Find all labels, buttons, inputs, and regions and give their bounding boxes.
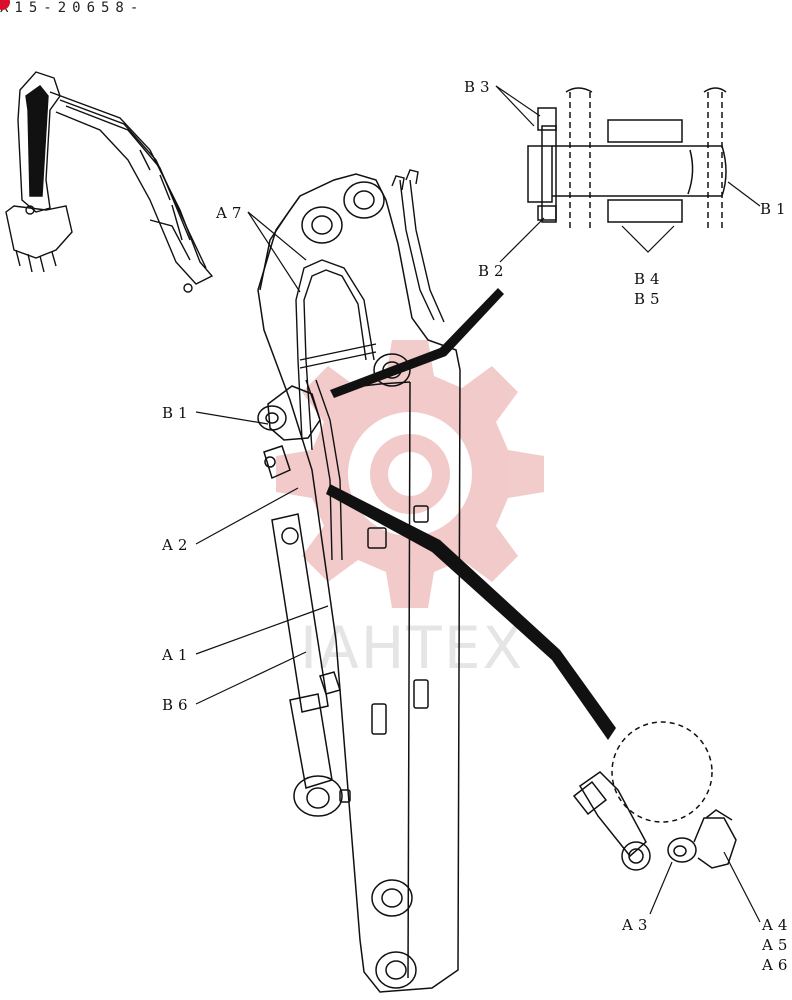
reference-code: X15-20658- (0, 0, 144, 16)
callout-a4: A4 (761, 916, 792, 934)
reference-code-text: X15-20658- (0, 0, 145, 16)
callout-labels: A7 B1 A2 A1 B6 B3 B1 B2 B4 B5 A3 A4 A5 A… (161, 78, 792, 974)
hydraulic-hoses (295, 169, 445, 561)
leader-lines (195, 85, 761, 923)
cylinder (271, 513, 351, 817)
detail-fitting (572, 721, 737, 871)
detail-leader-bands (326, 288, 616, 740)
callout-b4: B4 (634, 270, 665, 288)
callout-a3: A3 (621, 916, 652, 934)
callout-b2: B2 (478, 262, 509, 280)
callout-b1-left: B1 (162, 404, 193, 422)
callout-b1-right: B1 (760, 200, 791, 218)
callout-a1: A1 (161, 646, 192, 664)
callout-b6: B6 (162, 696, 193, 714)
callout-a7: A7 (215, 204, 246, 222)
callout-a2: A2 (161, 536, 192, 554)
swivel-joint (257, 385, 321, 480)
callout-a6: A6 (761, 956, 792, 974)
callout-b3: B3 (464, 78, 495, 96)
arm-body (257, 173, 461, 993)
callout-a5: A5 (761, 936, 792, 954)
excavator-thumbnail (5, 71, 214, 293)
reference-marker-icon (0, 0, 10, 10)
callout-b5: B5 (634, 290, 665, 308)
detail-pin-assembly (527, 87, 727, 230)
